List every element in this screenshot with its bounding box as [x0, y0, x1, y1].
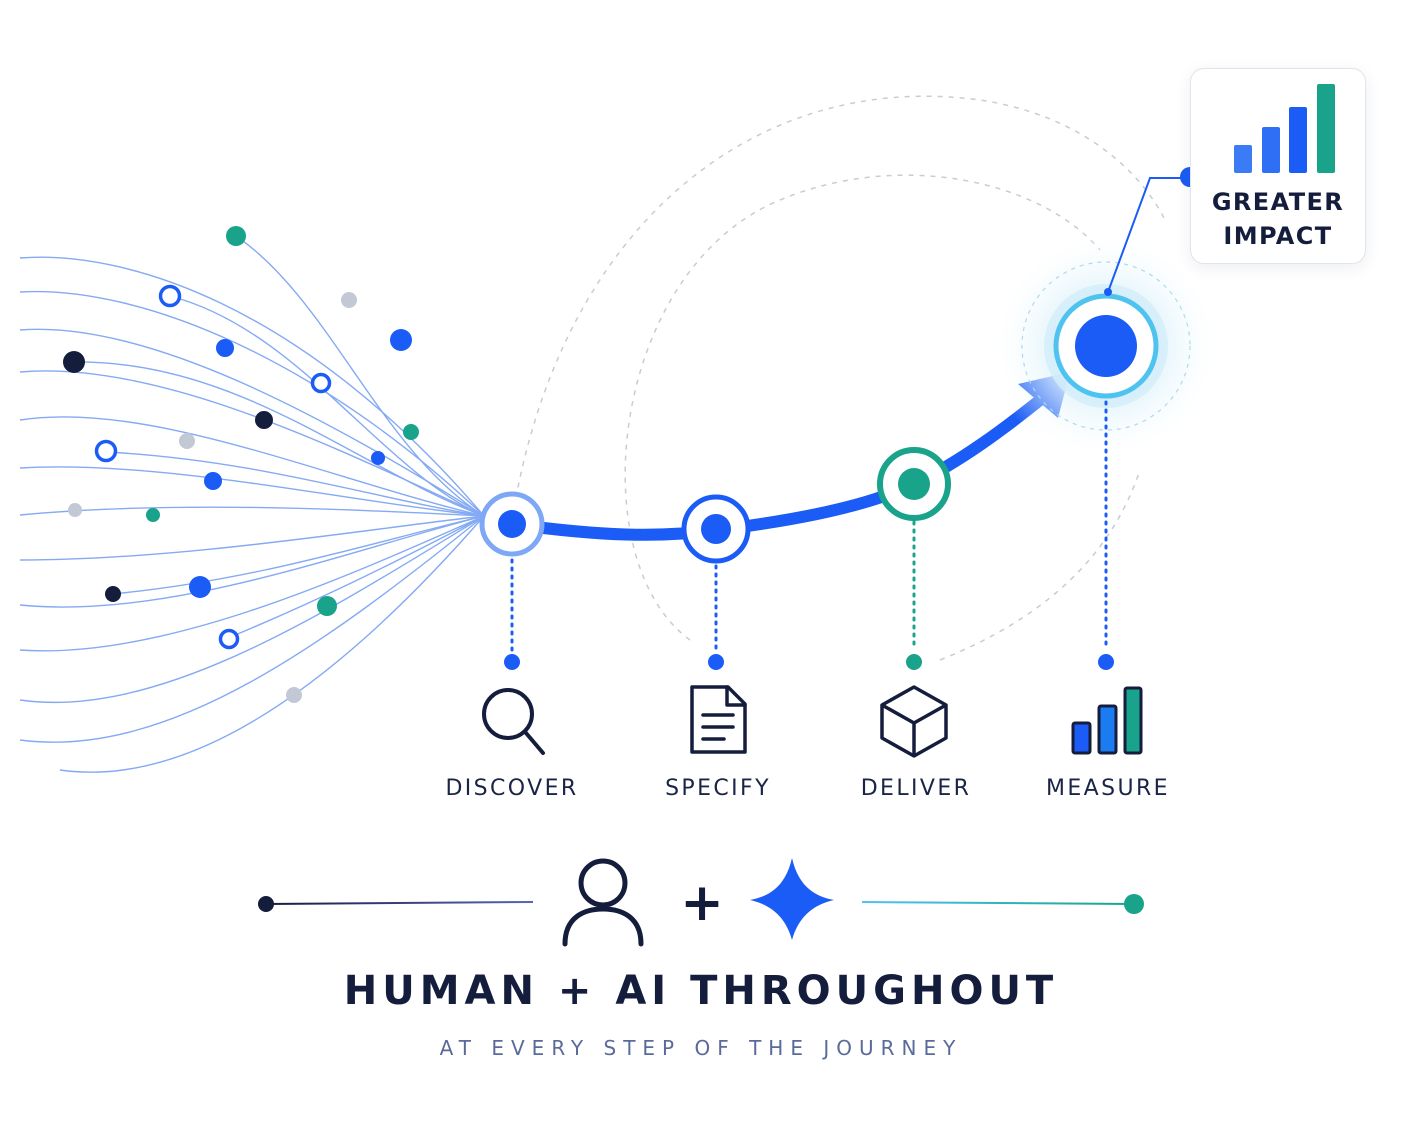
stage-node-specify [681, 494, 751, 564]
impact-title: GREATER IMPACT [1191, 185, 1365, 253]
target-dashed-ring [1021, 261, 1191, 431]
specify-anchor-dot [708, 654, 724, 670]
sparkle-icon [750, 858, 834, 940]
scatter-dot [341, 292, 357, 308]
scatter-dot [390, 329, 412, 351]
input-curve [73, 361, 485, 517]
hollow-dot [310, 372, 332, 394]
input-curve [19, 416, 485, 517]
cube-icon [880, 685, 948, 758]
inner-dashed-arc [624, 174, 1101, 641]
input-curve [19, 515, 485, 704]
outer-dashed-arc [511, 95, 1166, 521]
impact-bar-chart-icon [1234, 84, 1335, 173]
plus-sign: + [680, 873, 724, 933]
stage-label-measure: MEASURE [1046, 776, 1170, 801]
connector-start-dot [1104, 288, 1112, 296]
footer-line-right [861, 901, 1135, 905]
hollow-dot [94, 439, 118, 463]
input-curve [19, 290, 485, 517]
input-curve [19, 515, 485, 608]
hollow-dot [218, 628, 240, 650]
background-arcs [511, 95, 1166, 661]
scattered-dots [63, 226, 419, 703]
stage-node-deliver [877, 447, 951, 521]
document-icon [690, 685, 747, 754]
discover-anchor-dot [504, 654, 520, 670]
target-node [1075, 315, 1137, 377]
scatter-dot [317, 596, 337, 616]
stage-node-discover [479, 491, 545, 557]
input-curve [19, 466, 485, 517]
input-curve [19, 370, 485, 517]
lower-dashed-arc [939, 469, 1141, 661]
input-curve [19, 506, 485, 517]
bar-chart-icon [1071, 686, 1143, 755]
footer-dot-left [258, 896, 274, 912]
drop-lines [510, 400, 1108, 652]
scatter-dot [68, 503, 82, 517]
input-curve [19, 515, 485, 652]
scatter-dot [189, 576, 211, 598]
scatter-dot [255, 411, 273, 429]
greater-impact-card: GREATER IMPACT [1190, 68, 1366, 264]
measure-anchor-dot [1098, 654, 1114, 670]
progress-path [506, 394, 1046, 541]
scatter-dot [146, 508, 160, 522]
subheadline: AT EVERY STEP OF THE JOURNEY [439, 1036, 963, 1060]
deliver-anchor-dot [906, 654, 922, 670]
input-curve [105, 451, 485, 517]
footer-line-left [265, 901, 534, 905]
input-curve [19, 515, 485, 743]
hollow-dot [158, 284, 182, 308]
scatter-dot [286, 687, 302, 703]
scatter-dot [63, 351, 85, 373]
input-curve [19, 515, 485, 561]
impact-connector [1107, 177, 1190, 293]
input-curve [59, 515, 485, 773]
impact-line-2: IMPACT [1223, 222, 1333, 250]
scatter-dot [105, 586, 121, 602]
input-curve [235, 235, 485, 517]
input-curves [19, 235, 485, 773]
stage-label-discover: DISCOVER [445, 776, 579, 801]
scatter-dot [179, 433, 195, 449]
headline: HUMAN + AI THROUGHOUT [343, 968, 1059, 1014]
stage-label-specify: SPECIFY [665, 776, 771, 801]
input-curve [169, 295, 485, 517]
input-curve [19, 328, 485, 517]
scatter-dot [204, 472, 222, 490]
scatter-dot [403, 424, 419, 440]
scatter-dot [371, 451, 385, 465]
magnifier-icon [482, 688, 545, 755]
stage-label-deliver: DELIVER [860, 776, 972, 801]
scatter-dot [226, 226, 246, 246]
input-curve [111, 515, 485, 595]
person-icon [562, 858, 644, 947]
scatter-dot [216, 339, 234, 357]
footer-dot-right [1124, 894, 1144, 914]
input-curve [227, 515, 485, 639]
impact-line-1: GREATER [1211, 188, 1345, 216]
